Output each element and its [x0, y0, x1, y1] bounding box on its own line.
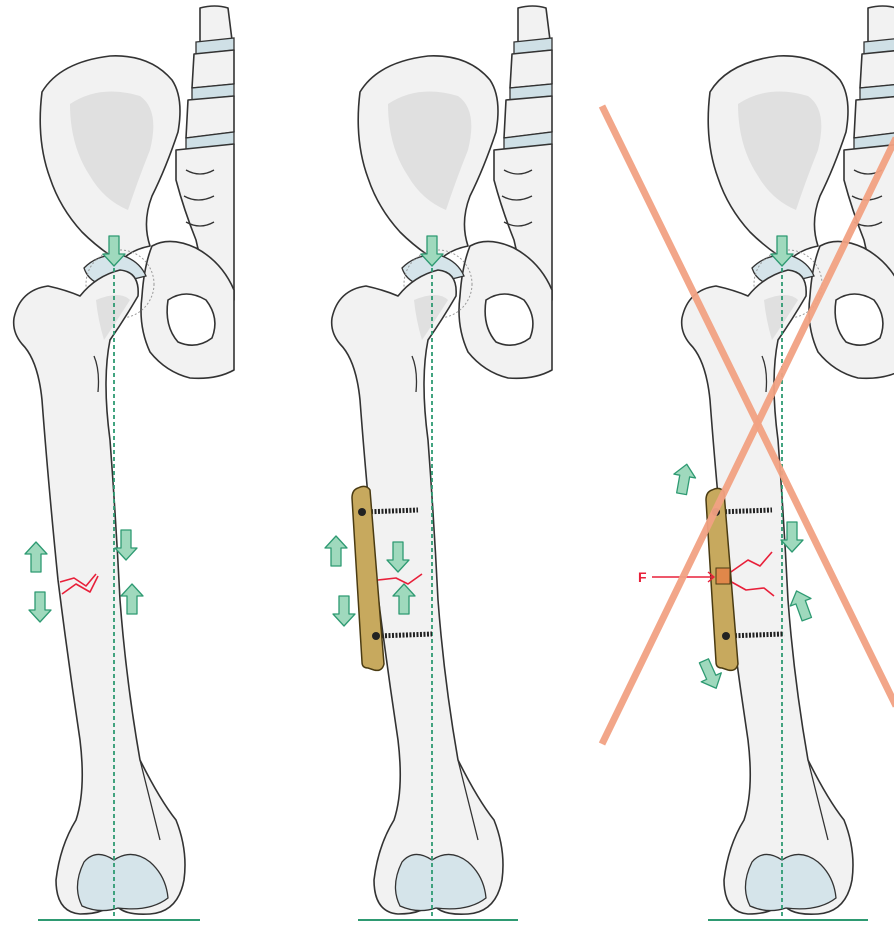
gap-arrow-up-icon	[786, 587, 817, 623]
screw-head-icon	[358, 508, 366, 516]
femur-pelvis-illustration	[682, 6, 894, 914]
panel-intact	[14, 6, 234, 920]
femur-pelvis-illustration	[14, 6, 234, 914]
tension-arrow-down-icon	[333, 596, 355, 626]
screw-head-icon	[722, 632, 730, 640]
screw-head-icon	[372, 632, 380, 640]
bending-arrow-up-icon	[671, 462, 698, 495]
femur-pelvis-illustration	[332, 6, 552, 914]
plate-failure-point	[716, 568, 730, 584]
panel-plated	[325, 6, 552, 920]
compression-arrow-up-icon	[121, 584, 143, 614]
tension-arrow-down-icon	[29, 592, 51, 622]
panel-failure: F	[602, 6, 894, 920]
tension-arrow-up-icon	[25, 542, 47, 572]
tension-arrow-up-icon	[325, 536, 347, 566]
failure-label: F	[638, 569, 647, 585]
